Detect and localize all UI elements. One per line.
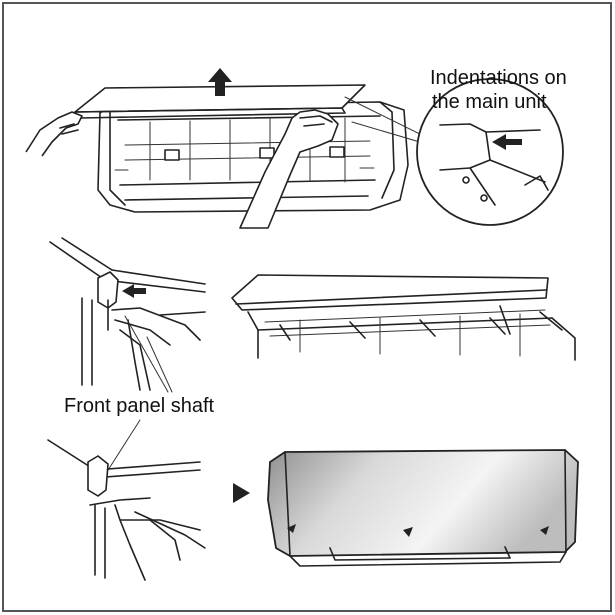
indentations-label-line2: the main unit [432,91,547,113]
panel-open-illustration [231,274,576,361]
ac-unit-top-illustration [97,101,409,213]
indentation-detail-magnifier [344,78,564,226]
shaft-arrow-upper-icon [122,284,146,298]
shaft-detail-upper [49,237,206,391]
indentation-arrow-icon [492,134,522,150]
lift-up-arrow-icon [208,68,232,96]
shaft-detail-lower [47,439,206,581]
ac-unit-closed-illustration [267,449,579,567]
left-hand-icon [25,111,83,157]
right-hand-icon [239,109,339,229]
front-panel-shaft-label: Front panel shaft [64,395,215,417]
indentations-label-line1: Indentations on [430,67,567,89]
next-step-arrow-icon [233,483,250,503]
